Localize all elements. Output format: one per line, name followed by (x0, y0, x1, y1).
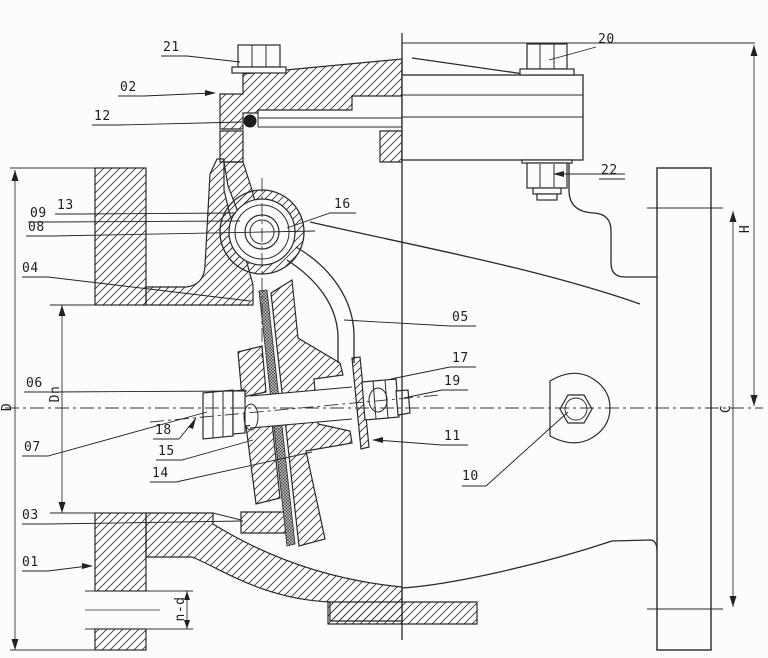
part-label-06: 06 (26, 376, 43, 391)
leader-lines (22, 46, 625, 572)
part-label-07: 07 (24, 440, 41, 455)
bonnet-bolt-left (231, 44, 287, 74)
bonnet-seal-dot (243, 114, 257, 128)
part-label-04: 04 (22, 261, 39, 276)
part-label-14: 14 (152, 466, 169, 481)
part-label-11: 11 (444, 429, 461, 444)
bore-lines (50, 304, 253, 521)
part-label-08: 08 (28, 220, 45, 235)
part-label-21: 21 (163, 40, 180, 55)
part-label-02: 02 (120, 80, 137, 95)
part-label-18: 18 (155, 423, 172, 438)
part-label-16: 16 (334, 197, 351, 212)
dimension-lines (10, 45, 755, 651)
dim-label-H: H (738, 224, 753, 234)
right-flange (647, 167, 723, 651)
dim-label-C: C (719, 404, 734, 414)
disc-nut-and-washers (202, 378, 411, 440)
part-label-05: 05 (452, 310, 469, 325)
dimension-arrows (11, 45, 758, 650)
part-label-15: 15 (158, 444, 175, 459)
part-label-13: 13 (57, 198, 74, 213)
bonnet-gasket-lines (257, 113, 402, 128)
centerlines (5, 178, 763, 423)
bonnet-nut-lower (521, 159, 573, 201)
right-view-bonnet (401, 42, 755, 161)
part-label-17: 17 (452, 351, 469, 366)
part-label-22: 22 (601, 163, 618, 178)
part-label-19: 19 (444, 374, 461, 389)
bonnet-section (219, 58, 403, 130)
leader-arrows (82, 90, 564, 569)
part-label-03: 03 (22, 508, 39, 523)
dim-label-Dn: Dn (48, 385, 63, 403)
drain-plug (549, 372, 611, 444)
part-label-10: 10 (462, 469, 479, 484)
part-label-01: 01 (22, 555, 39, 570)
left-flange-section (94, 167, 147, 651)
bonnet-bolt-right (519, 43, 575, 76)
part-label-20: 20 (598, 32, 615, 47)
swing-arm (286, 246, 355, 363)
part-label-12: 12 (94, 109, 111, 124)
dim-label-nd: n-d (173, 596, 188, 622)
right-view-body-outline (309, 163, 658, 589)
dim-label-D: D (0, 402, 15, 412)
part-label-09: 09 (30, 206, 47, 221)
seat-ring-section (240, 511, 288, 534)
